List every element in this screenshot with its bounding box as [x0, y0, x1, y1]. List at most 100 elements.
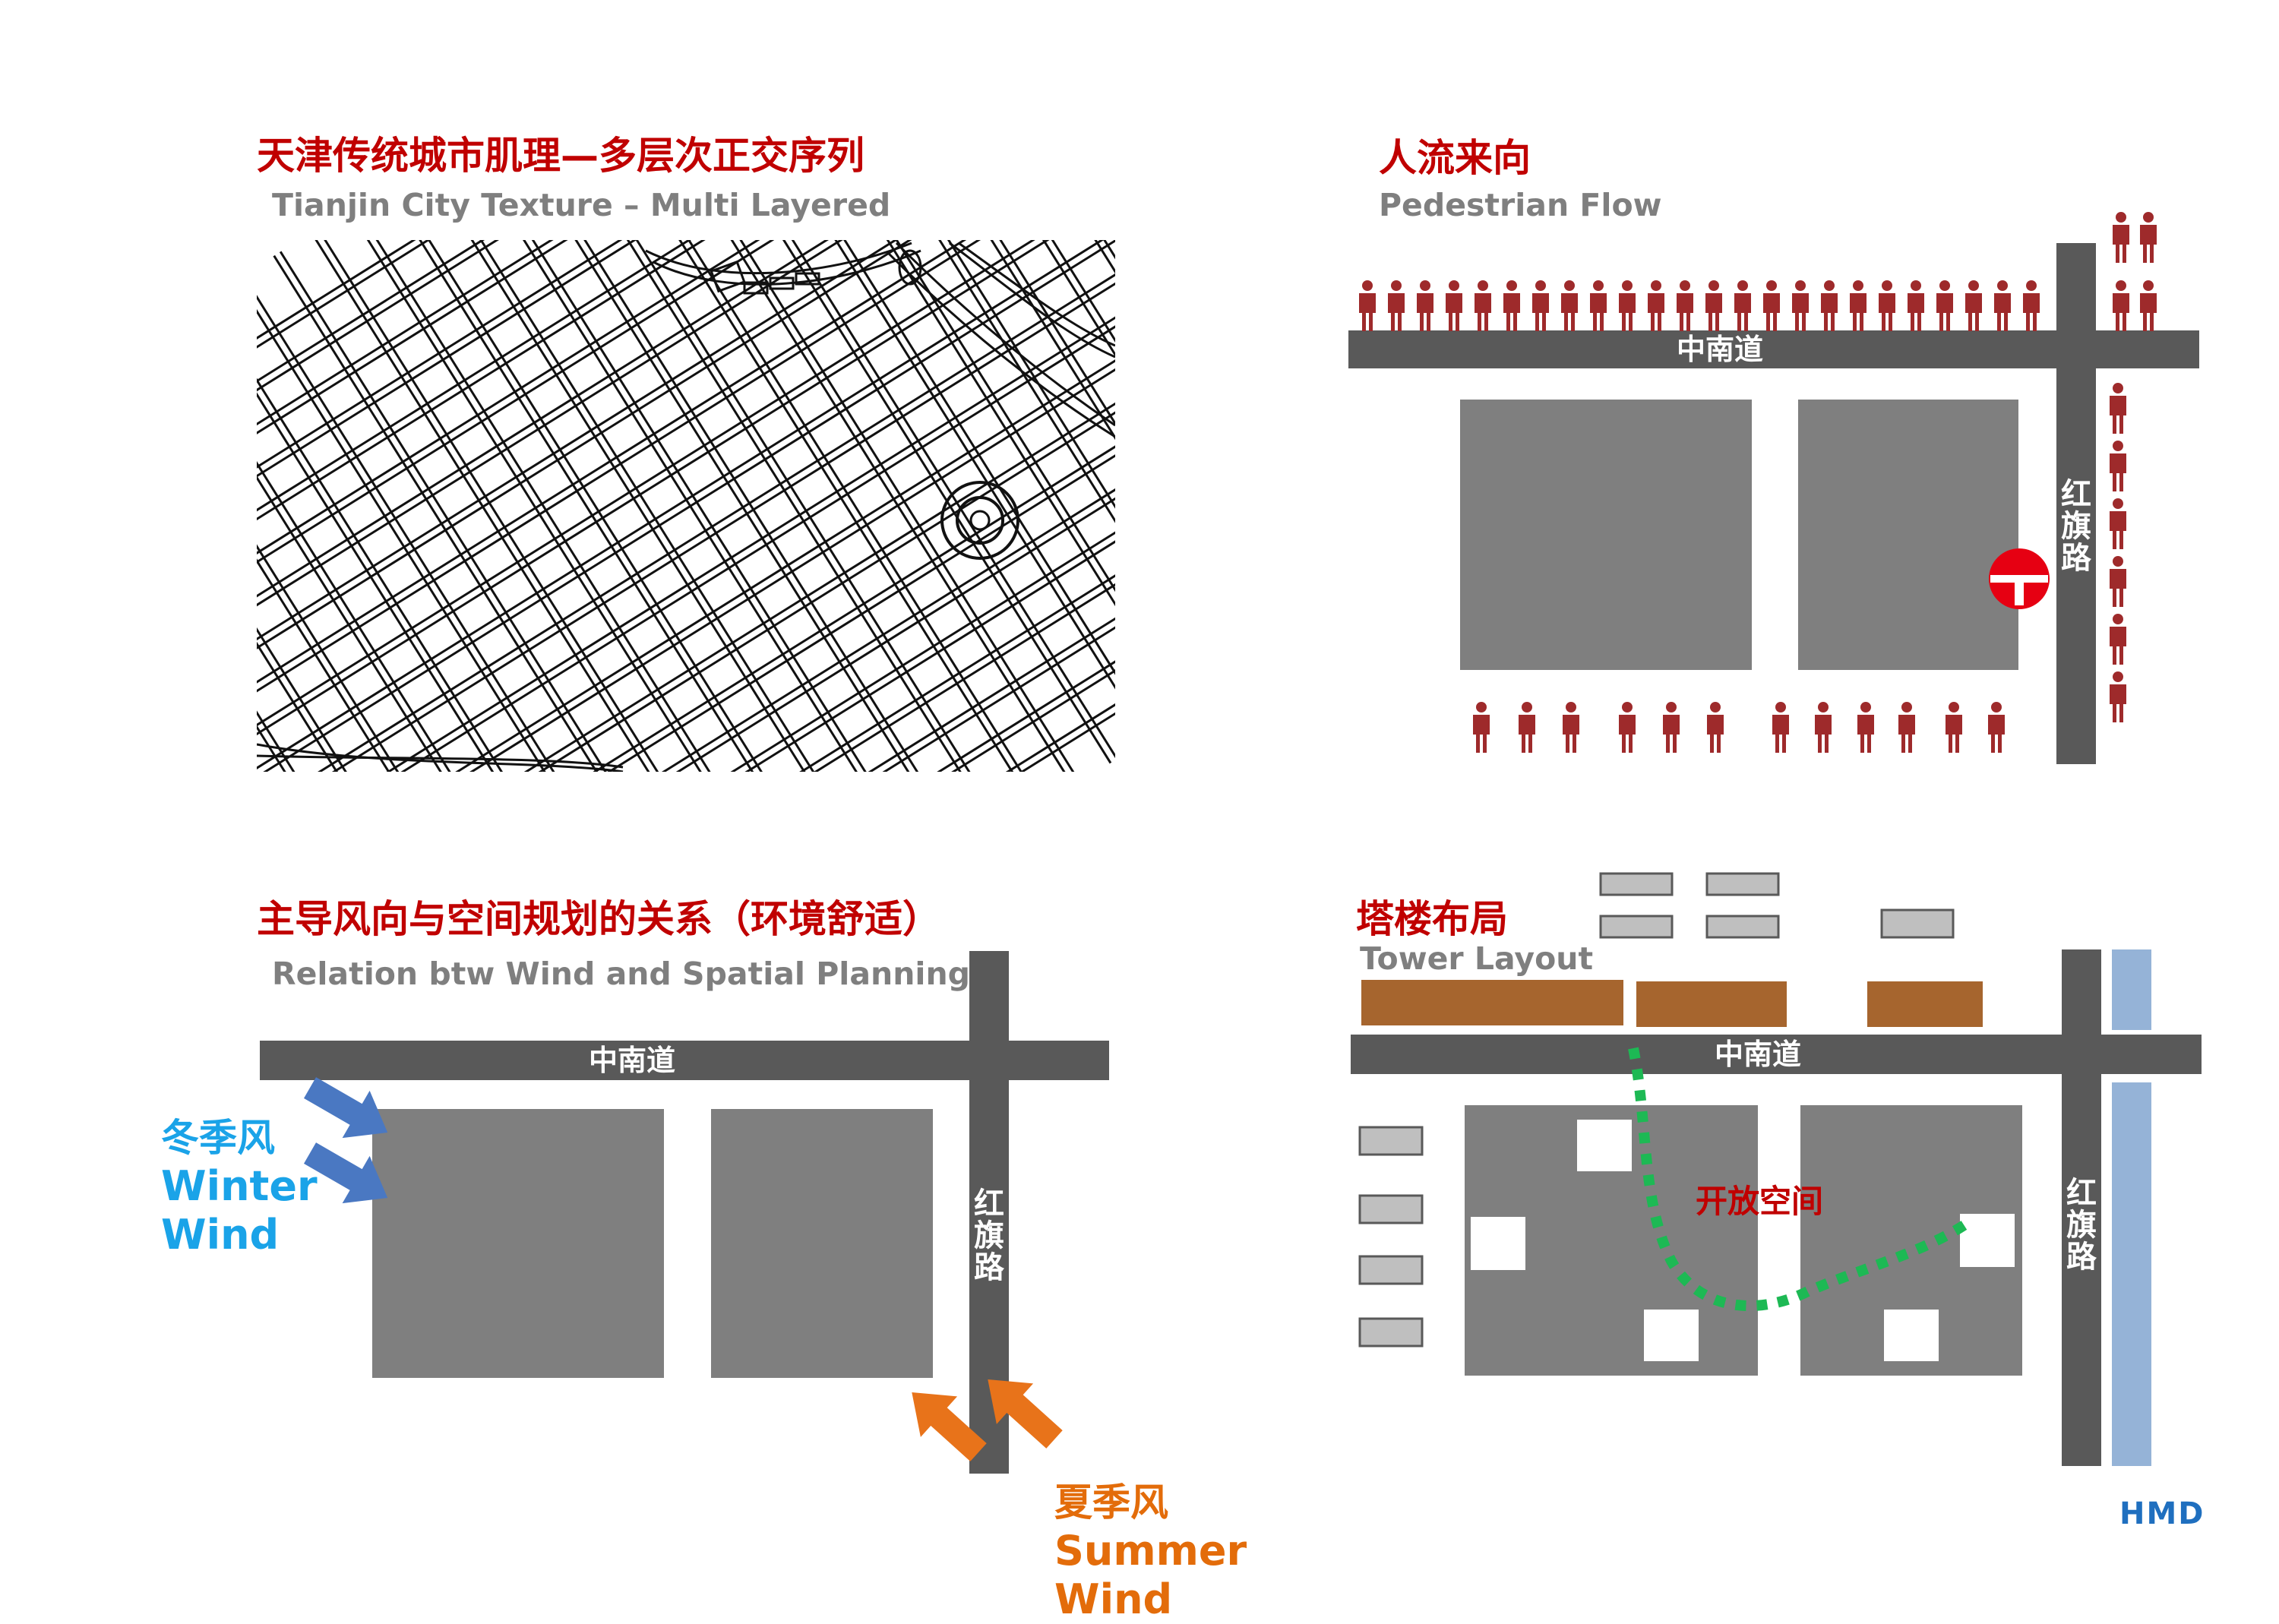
block-east [711, 1109, 933, 1378]
road-zhongnan [1351, 1035, 2202, 1074]
texture-road-line [833, 240, 1115, 647]
texture-road-line [541, 240, 1007, 772]
texture-road-line [758, 240, 1115, 694]
texture-road-line [257, 240, 1050, 584]
texture-road-line [273, 254, 738, 772]
texture-road-line [257, 325, 626, 772]
texture-road-line [257, 240, 1115, 772]
texture-road-line [257, 390, 520, 772]
texture-road-line [257, 240, 1108, 677]
texture-road-line [257, 240, 1115, 707]
texture-road-line [690, 240, 1115, 737]
texture-road-line [257, 308, 1115, 772]
winter-wind-arrows [304, 1077, 388, 1204]
small-buildings [1358, 872, 1955, 1348]
texture-road-line [326, 431, 1115, 772]
texture-road-line [257, 240, 1104, 670]
texture-road-line [257, 240, 1115, 772]
tower-road-h-label: 中南道 [1715, 1038, 1802, 1071]
wind-road-h-label: 中南道 [589, 1044, 676, 1077]
texture-road-line [460, 240, 925, 772]
texture-road-line [257, 395, 514, 772]
texture-road-line [257, 240, 1045, 577]
texture-road-line [257, 240, 1115, 772]
texture-road-line [796, 240, 1115, 671]
texture-road-line [257, 240, 1115, 772]
texture-road-line [257, 240, 1088, 646]
winter-wind-label: 冬季风 Winter Wind [161, 1116, 318, 1259]
brand-logo: HMD [2119, 1496, 2205, 1531]
block-west [372, 1109, 664, 1378]
texture-road-line [391, 240, 857, 772]
texture-road-line [268, 339, 1115, 772]
texture-road-line [534, 240, 1000, 772]
texture-road-line [871, 240, 1115, 624]
texture-road-line [257, 240, 1115, 701]
texture-road-line [322, 425, 1115, 772]
open-space-path [1628, 1047, 1971, 1311]
texture-road-line [264, 333, 1115, 772]
texture-road-line [466, 240, 931, 772]
texture-road-line [802, 240, 1115, 667]
tower-title-cn: 塔楼布局 [1356, 897, 1508, 941]
texture-road-line [257, 368, 558, 772]
river-south [2112, 1082, 2151, 1466]
texture-road-line [257, 240, 1115, 732]
pedestrian-title-en: Pedestrian Flow [1379, 187, 1662, 223]
texture-road-line [422, 240, 888, 772]
texture-road-line [646, 240, 1112, 764]
texture-road-line [257, 302, 1115, 772]
texture-road-line [571, 240, 1037, 772]
texture-title-cn: 天津传统城市肌理—多层次正交序列 [257, 134, 865, 178]
road-zhongnan [260, 1041, 1109, 1080]
summer-wind-arrows [912, 1379, 1063, 1461]
pedestrian-road-h-label: 中南道 [1677, 333, 1764, 366]
texture-road-line [257, 348, 589, 772]
wind-road-v-label: 红 旗 路 [974, 1186, 1004, 1285]
texture-road-line [257, 240, 1115, 738]
river-north [2112, 949, 2151, 1030]
pedestrian-road-v-label: 红 旗 路 [2061, 477, 2091, 576]
texture-road-line [384, 240, 850, 772]
texture-road-line [279, 251, 744, 772]
texture-road-line [354, 240, 820, 772]
texture-road-line [283, 364, 1115, 772]
texture-road-line [257, 240, 1115, 763]
tower-title-en: Tower Layout [1360, 940, 1594, 977]
texture-road-line [257, 240, 1084, 639]
road-hongqi [2056, 243, 2096, 764]
texture-road-line [257, 298, 670, 772]
texture-road-line [684, 240, 1115, 741]
texture-road-line [653, 240, 1115, 760]
texture-road-line [257, 240, 1115, 772]
texture-road-line [307, 401, 1115, 772]
texture-road-line [609, 240, 1075, 772]
texture-road-line [310, 240, 776, 772]
texture-road-line [257, 240, 1115, 769]
block-east [1798, 400, 2018, 670]
texture-road-line [721, 240, 1115, 717]
tower-footprints [1471, 1120, 2015, 1361]
texture-road-line [257, 240, 1065, 608]
texture-road-line [257, 246, 1115, 772]
texture-road-line [257, 277, 1115, 772]
texture-road-line [497, 240, 962, 772]
texture-road-line [839, 240, 1115, 643]
texture-road-line [257, 274, 707, 772]
tower-road-v-label: 红 旗 路 [2066, 1176, 2097, 1275]
wind-title-cn: 主导风向与空间规划的关系（环境舒适） [257, 897, 940, 941]
texture-road-line [428, 240, 894, 772]
road-hongqi [2062, 949, 2101, 1466]
texture-road-line [257, 344, 596, 772]
metro-icon [1989, 548, 2050, 609]
open-space-label: 开放空间 [1696, 1183, 1824, 1220]
wind-title-en: Relation btw Wind and Spatial Planning [272, 956, 970, 992]
texture-road-line [257, 278, 701, 772]
texture-road-line [615, 240, 1081, 772]
block-west [1460, 400, 1752, 670]
pedestrian-title-cn: 人流来向 [1379, 136, 1531, 180]
